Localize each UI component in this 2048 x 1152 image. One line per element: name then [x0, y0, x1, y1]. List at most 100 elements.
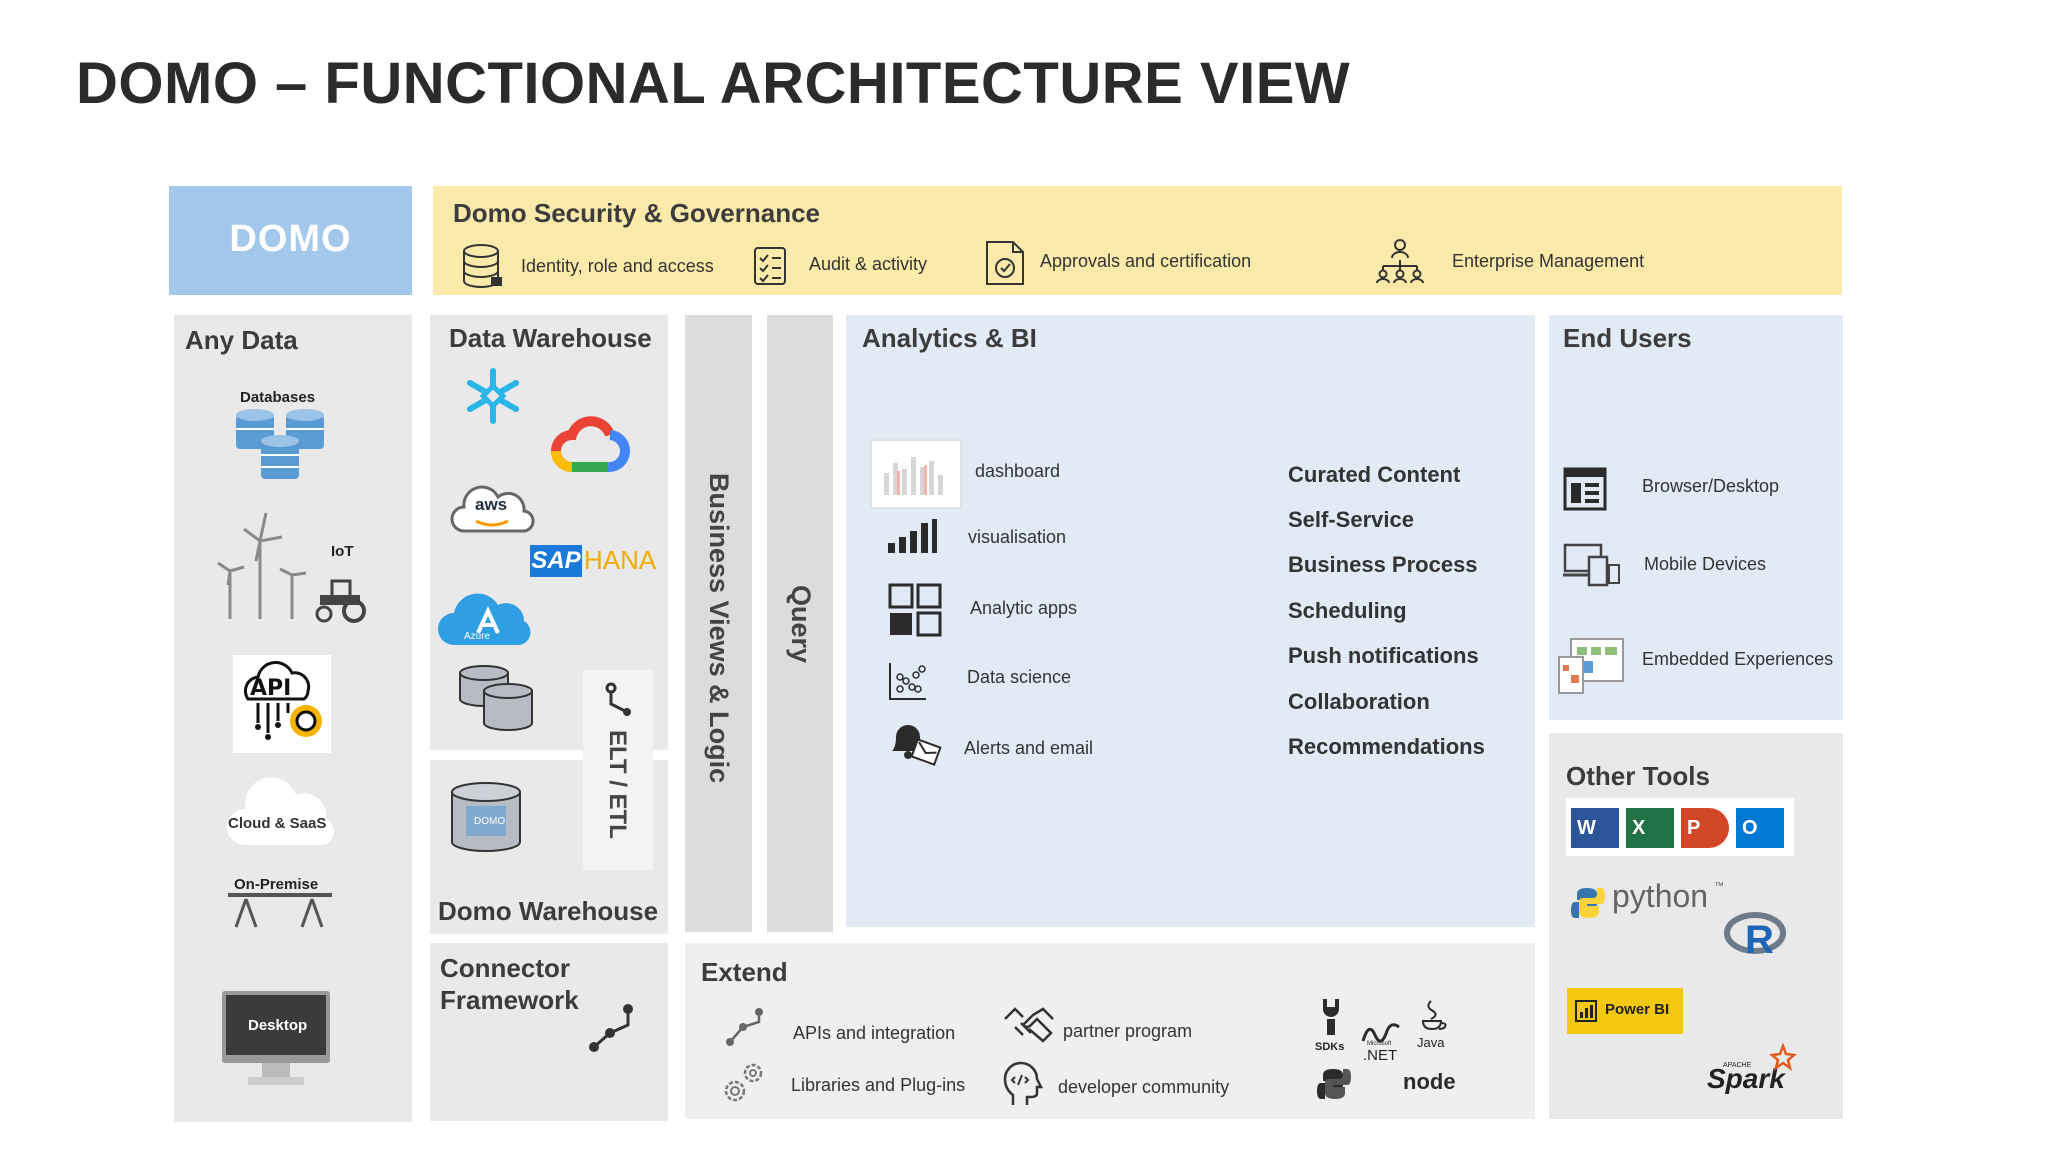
api-text: API [250, 676, 291, 701]
spark-apache: APACHE [1723, 1062, 1752, 1069]
excel-icon: X [1626, 808, 1674, 848]
powerpoint-icon: P [1681, 808, 1729, 848]
devices-icon [1563, 543, 1620, 587]
r-logo-icon [1724, 912, 1786, 954]
feature-self-service: Self-Service [1288, 507, 1414, 532]
extend-apis: APIs and integration [793, 1023, 956, 1043]
cloud-icon [226, 777, 334, 845]
end-user-embedded: Embedded Experiences [1642, 649, 1834, 669]
api-integration-icon [726, 1008, 763, 1046]
pipeline-icon [605, 682, 631, 716]
python-mono-icon [1317, 1069, 1351, 1099]
tool-dashboard: dashboard [975, 461, 1061, 481]
security-governance-panel: Domo Security & Governance Identity, rol… [433, 186, 1842, 295]
python-tm: ™ [1714, 881, 1724, 892]
data-warehouse-title: Data Warehouse [449, 323, 652, 353]
dotnet-label: .NET [1363, 1047, 1398, 1064]
security-item-enterprise: Enterprise Management [1452, 251, 1645, 271]
google-cloud-icon [551, 416, 630, 472]
azure-text: Azure [464, 631, 491, 642]
spark-star-icon [1768, 1042, 1798, 1071]
outlook-icon: O [1736, 808, 1784, 848]
databases-label: Databases [240, 389, 316, 406]
feature-push: Push notifications [1288, 643, 1479, 668]
any-data-panel: Any Data Databases IoT API [174, 315, 412, 1122]
tool-alerts: Alerts and email [964, 738, 1094, 758]
tool-visualisation: visualisation [968, 527, 1067, 547]
gears-icon [724, 1063, 763, 1102]
query-label: Query [786, 585, 816, 664]
database-lock-icon [463, 244, 502, 288]
hana-text: HANA [584, 545, 657, 575]
wind-turbines-icon [217, 512, 307, 619]
api-icon-box [233, 655, 331, 753]
extend-developer: developer community [1058, 1077, 1230, 1097]
connector-title-line1: Connector [440, 953, 570, 983]
databases-icon [236, 409, 324, 479]
extend-panel: Extend APIs and integration Libraries an… [685, 943, 1535, 1119]
apps-grid-icon [888, 583, 942, 637]
python-logo-icon [1571, 888, 1605, 918]
api-cloud-icon: API [243, 661, 322, 740]
security-title: Domo Security & Governance [453, 198, 820, 228]
feature-scheduling: Scheduling [1288, 598, 1407, 623]
python-text: python [1612, 878, 1709, 914]
org-chart-icon [1376, 239, 1424, 284]
end-users-title: End Users [1563, 323, 1692, 353]
tractor-icon [315, 579, 366, 623]
feature-recommendations: Recommendations [1288, 734, 1485, 759]
bar-chart-icon [888, 519, 937, 553]
domo-db-icon [451, 782, 521, 852]
node-label: node [1403, 1069, 1456, 1094]
alert-bell-icon [892, 725, 942, 766]
query-panel: Query [767, 315, 833, 932]
extend-partner: partner program [1063, 1021, 1193, 1041]
powerbi-icon [1575, 1000, 1597, 1022]
end-users-panel: End Users Browser/Desktop Mobile Devices… [1549, 315, 1843, 720]
data-science-icon [889, 663, 926, 700]
end-user-mobile: Mobile Devices [1644, 554, 1767, 574]
extend-libraries: Libraries and Plug-ins [791, 1075, 966, 1095]
extend-title: Extend [701, 957, 788, 987]
tool-analytic-apps: Analytic apps [970, 598, 1078, 618]
dotnet-wave-icon [1361, 1023, 1400, 1043]
elt-etl-label: ELT / ETL [604, 730, 631, 839]
feature-collaboration: Collaboration [1288, 689, 1430, 714]
browser-icon [1563, 467, 1607, 511]
connector-framework-panel: Connector Framework [430, 943, 668, 1121]
embedded-screens-icon [1558, 638, 1624, 694]
other-tools-panel: Other Tools W X P O python ™ R Power BI … [1549, 733, 1843, 1119]
aws-icon [450, 485, 535, 533]
desktop-label: Desktop [248, 1017, 308, 1034]
business-views-label: Business Views & Logic [704, 473, 734, 784]
domo-logo-box: DOMO [169, 186, 412, 295]
security-item-approvals: Approvals and certification [1040, 251, 1252, 271]
dashboard-chart-icon [884, 457, 943, 495]
aws-text: aws [475, 495, 508, 514]
elt-etl-strip: ELT / ETL [583, 670, 653, 870]
desktop-icon [222, 991, 330, 1085]
page-title: DOMO – FUNCTIONAL ARCHITECTURE VIEW [76, 51, 1351, 116]
sdk-label: SDKs [1315, 1041, 1345, 1053]
developer-head-icon [1003, 1061, 1044, 1105]
snowflake-icon [467, 368, 519, 424]
approval-document-icon [986, 241, 1024, 285]
domo-logo: DOMO [229, 218, 352, 260]
any-data-title: Any Data [185, 325, 298, 355]
other-tools-title: Other Tools [1566, 761, 1710, 791]
azure-cloud-icon [438, 593, 531, 645]
checklist-icon [754, 247, 786, 285]
security-item-audit: Audit & activity [809, 254, 928, 274]
end-user-browser: Browser/Desktop [1642, 476, 1780, 496]
word-icon: W [1571, 808, 1619, 848]
tool-data-science: Data science [967, 667, 1072, 687]
r-letter: R [1745, 918, 1774, 962]
security-item-identity: Identity, role and access [521, 256, 714, 276]
cloud-saas-label: Cloud & SaaS [228, 815, 327, 832]
feature-business-process: Business Process [1288, 552, 1478, 577]
warehouse-db-icon [459, 665, 533, 731]
handshake-icon [1004, 1007, 1054, 1043]
java-cup-icon [1421, 1000, 1447, 1031]
domo-warehouse-title: Domo Warehouse [438, 896, 659, 926]
powerbi-text: Power BI [1605, 1001, 1670, 1018]
